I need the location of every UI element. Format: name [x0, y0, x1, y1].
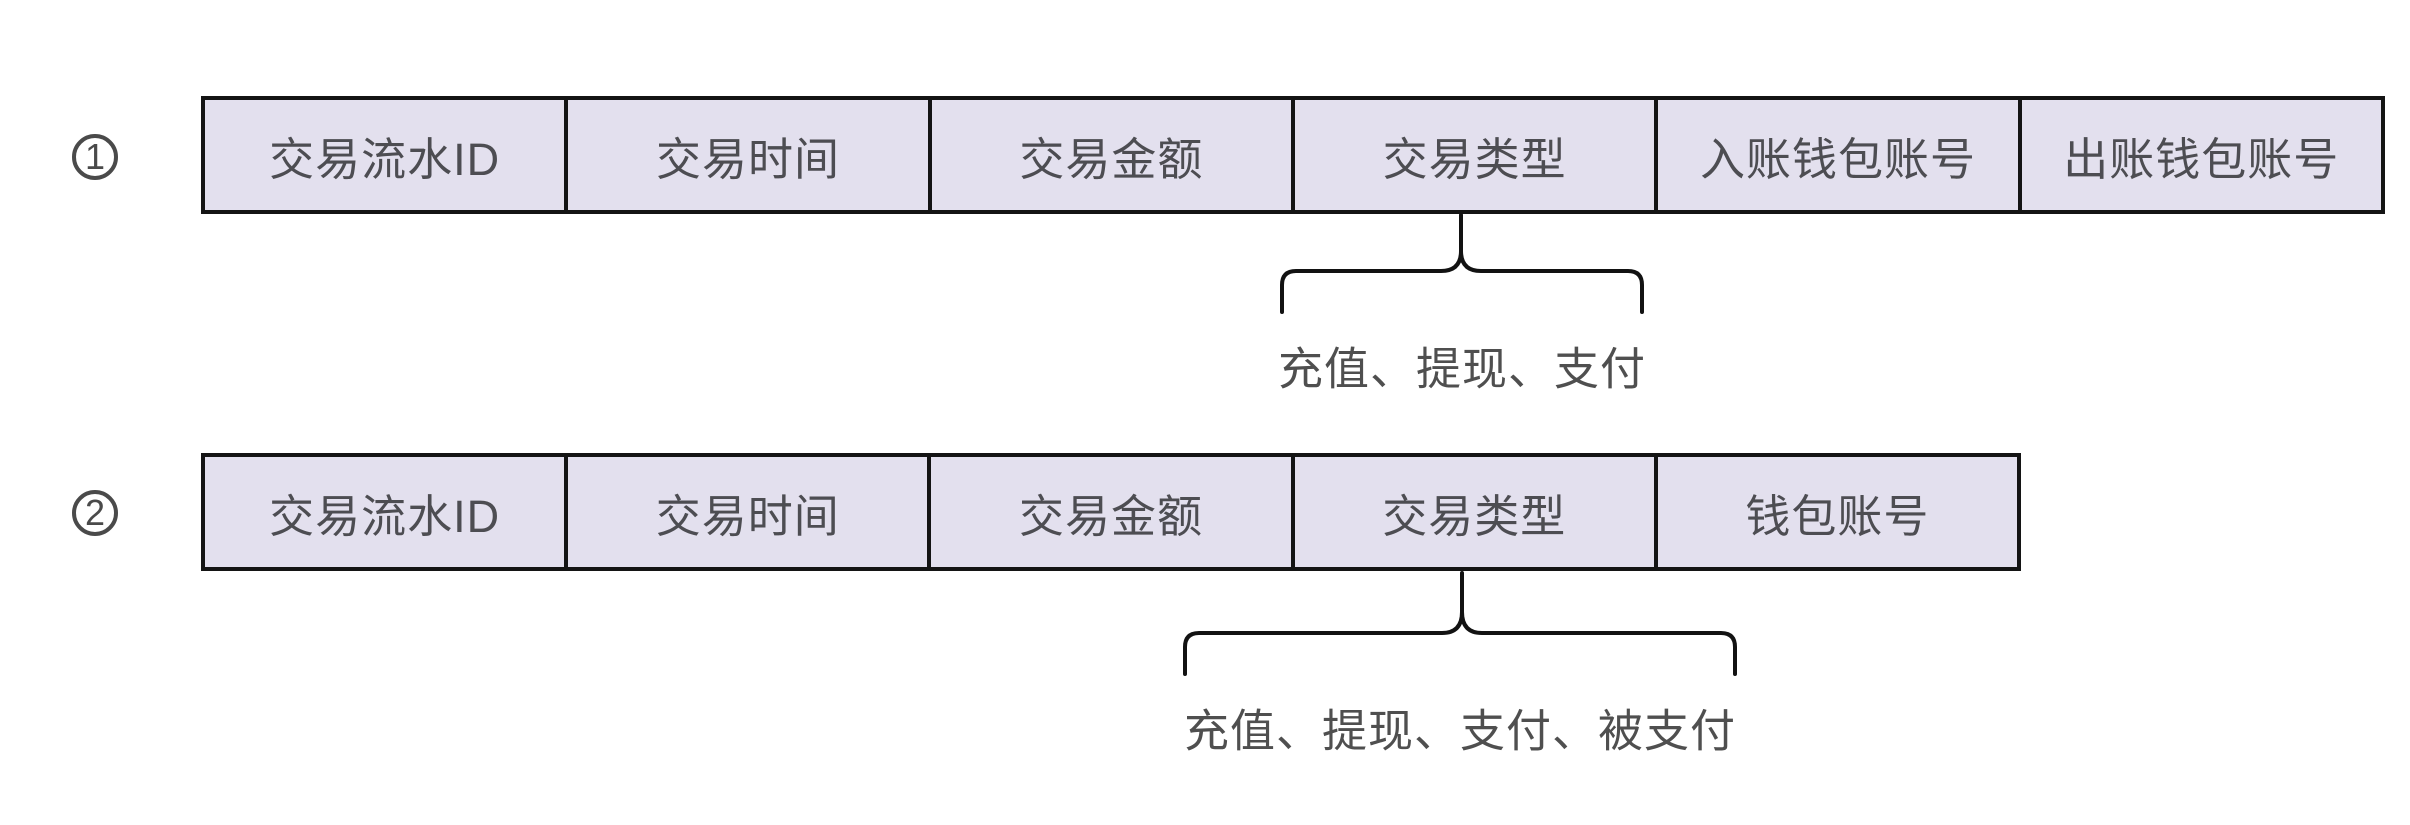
table-cell-transaction-amount: 交易金额: [927, 457, 1291, 567]
table-cell-transaction-type: 交易类型: [1290, 100, 1655, 210]
table-cell-outgoing-wallet-account: 出账钱包账号: [2017, 100, 2381, 210]
schema-row-1: 交易流水ID 交易时间 交易金额 交易类型 入账钱包账号 出账钱包账号: [201, 96, 2385, 214]
table-cell-transaction-time: 交易时间: [564, 100, 928, 210]
table-cell-wallet-account: 钱包账号: [1653, 457, 2018, 567]
schema-row-2: 交易流水ID 交易时间 交易金额 交易类型 钱包账号: [201, 453, 2021, 571]
row-number-2: 2: [84, 492, 106, 533]
table-cell-transaction-type: 交易类型: [1290, 457, 1654, 567]
table-cell-transaction-id: 交易流水ID: [205, 457, 565, 567]
row-number-badge-1: 1: [72, 134, 118, 180]
table-cell-incoming-wallet-account: 入账钱包账号: [1654, 100, 2018, 210]
row-number-badge-2: 2: [72, 490, 118, 536]
table-cell-transaction-time: 交易时间: [564, 457, 928, 567]
annotation-text-row1: 充值、提现、支付: [1277, 343, 1647, 395]
curly-brace-icon: [1280, 213, 1644, 314]
row-number-1: 1: [84, 136, 106, 177]
table-cell-transaction-amount: 交易金额: [927, 100, 1291, 210]
table-cell-transaction-id: 交易流水ID: [205, 100, 565, 210]
curly-brace-icon: [1183, 571, 1737, 676]
annotation-text-row2: 充值、提现、支付、被支付: [1183, 705, 1737, 757]
